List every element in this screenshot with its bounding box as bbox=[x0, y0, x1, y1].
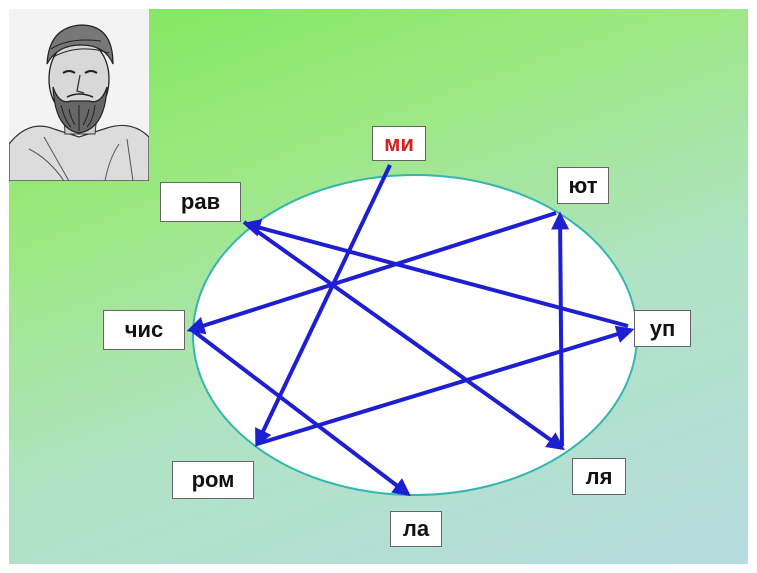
syllable-box-lya: ля bbox=[572, 458, 626, 495]
circle-outline bbox=[192, 174, 638, 496]
syllable-box-mi: ми bbox=[372, 126, 426, 161]
syllable-box-rav: рав bbox=[160, 182, 241, 222]
syllable-box-rom: ром bbox=[172, 461, 254, 499]
arrow-up-to-rav bbox=[242, 219, 629, 328]
arrow-chis-to-la bbox=[190, 328, 411, 497]
arrow-lya-to-yut bbox=[551, 211, 570, 447]
syllable-box-up: уп bbox=[634, 310, 691, 347]
syllable-box-chis: чис bbox=[103, 310, 185, 350]
syllable-box-yut: ют bbox=[557, 167, 609, 204]
arrow-yut-to-chis bbox=[186, 211, 557, 335]
pythagoras-portrait-icon bbox=[9, 9, 149, 181]
arrow-rav-to-lya bbox=[242, 220, 565, 451]
syllable-box-la: ла bbox=[390, 511, 442, 547]
